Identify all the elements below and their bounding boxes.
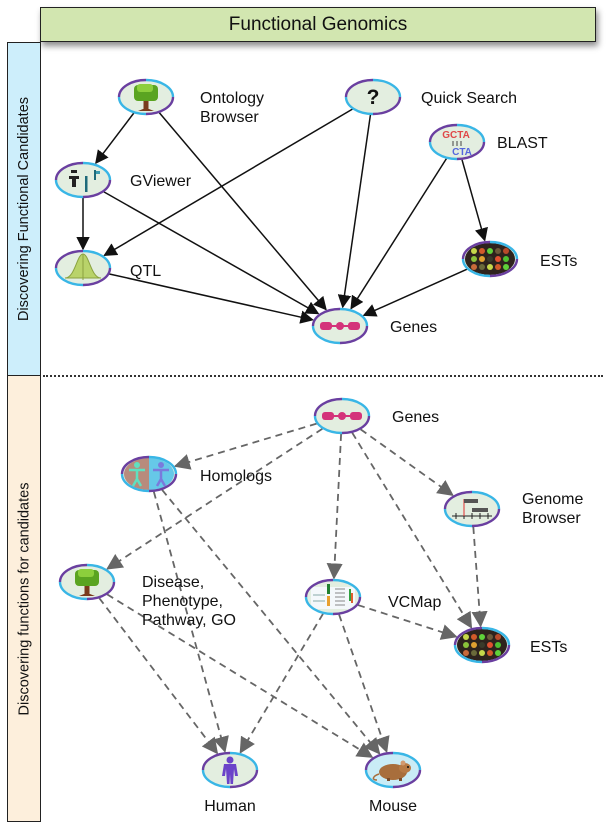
node-vcmap[interactable]	[304, 578, 362, 616]
edges-layer	[76, 108, 488, 758]
edge-disease-to-mouse	[106, 593, 374, 758]
homologs-icon	[124, 458, 174, 490]
edge-quicksearch-to-genes-top	[337, 114, 372, 309]
edge-vcmap-to-ests-bottom	[357, 604, 458, 640]
edge-quicksearch-to-qtl	[103, 108, 353, 257]
microarray-icon	[465, 243, 515, 275]
node-qtl[interactable]	[54, 249, 112, 287]
node-label-ests-top: ESTs	[540, 253, 578, 270]
node-homologs[interactable]	[120, 455, 178, 493]
node-label-human: Human	[204, 798, 256, 815]
node-label-qtl: QTL	[130, 263, 162, 280]
bell-curve-icon	[64, 253, 102, 280]
node-ests-bottom[interactable]	[453, 626, 511, 664]
node-blast[interactable]: GCTA CTA	[428, 123, 486, 161]
node-label-homologs: Homologs	[200, 468, 273, 485]
tree-icon	[75, 569, 99, 596]
edge-gviewer-to-genes-top	[103, 191, 320, 315]
diagram-title: Functional Genomics	[228, 13, 408, 35]
edge-genes-bottom-to-genome-browser	[360, 428, 454, 497]
section-label-discovering-functions: Discovering functions for candidates	[7, 375, 41, 822]
edge-genes-bottom-to-homologs	[173, 422, 317, 470]
node-label-vcmap: VCMap	[388, 594, 442, 611]
edge-disease-to-human	[98, 597, 219, 755]
section-label-discovering-candidates: Discovering Functional Candidates	[7, 42, 41, 376]
node-human[interactable]	[201, 751, 259, 789]
node-label-disease: Disease,Phenotype,Pathway, GO	[142, 574, 236, 629]
node-gviewer[interactable]	[54, 161, 112, 199]
node-disease[interactable]	[58, 563, 116, 601]
mouse-icon	[372, 760, 411, 781]
section-divider	[43, 375, 603, 377]
node-label-blast: BLAST	[497, 135, 548, 152]
node-label-quicksearch: Quick Search	[421, 90, 518, 107]
gene-icon	[322, 412, 362, 420]
edge-ests-top-to-genes-top	[362, 268, 468, 317]
edge-ontology-to-genes-top	[158, 112, 327, 311]
vcmap-icon	[311, 584, 355, 609]
node-ontology[interactable]	[117, 78, 175, 116]
node-genome-browser[interactable]	[443, 490, 501, 528]
gene-icon	[320, 322, 360, 330]
svg-text:CTA: CTA	[452, 147, 472, 158]
edge-blast-to-genes-top	[350, 158, 448, 310]
tree-icon	[134, 84, 158, 111]
question-mark-icon: ?	[367, 86, 380, 109]
edge-homologs-to-human	[152, 491, 229, 753]
edge-genes-bottom-to-ests-bottom	[351, 432, 473, 629]
node-genes-top[interactable]	[311, 307, 369, 345]
title-bar: Functional Genomics	[40, 7, 596, 42]
microarray-icon	[457, 629, 507, 661]
human-icon	[222, 756, 238, 784]
genome-browser-icon	[452, 499, 492, 519]
dna-sequence-icon: GCTA CTA	[442, 130, 472, 158]
edge-blast-to-ests-top	[461, 159, 488, 242]
node-mouse[interactable]	[364, 751, 422, 789]
chromosome-viewer-icon	[69, 170, 100, 192]
edge-homologs-to-mouse	[161, 489, 381, 755]
node-ests-top[interactable]	[461, 240, 519, 278]
edge-ontology-to-gviewer	[95, 112, 135, 165]
edge-vcmap-to-human	[239, 613, 324, 754]
edge-qtl-to-genes-top	[109, 273, 314, 324]
svg-text:GCTA: GCTA	[442, 130, 470, 141]
edge-genes-bottom-to-disease	[106, 428, 323, 570]
node-label-gviewer: GViewer	[130, 173, 192, 190]
node-quicksearch[interactable]: ?	[344, 78, 402, 116]
node-genes-bottom[interactable]	[313, 397, 371, 435]
svg-text:?: ?	[367, 86, 380, 109]
node-label-ests-bottom: ESTs	[530, 639, 568, 656]
node-label-mouse: Mouse	[368, 798, 418, 815]
edge-genome-browser-to-ests-bottom	[471, 526, 488, 628]
nodes-layer: ? GCTA CTA	[54, 78, 519, 789]
edge-genes-bottom-to-vcmap	[326, 433, 343, 580]
node-label-genes-bottom: Genes	[392, 409, 440, 426]
node-label-genes-top: Genes	[390, 319, 438, 336]
edge-vcmap-to-mouse	[338, 614, 390, 754]
